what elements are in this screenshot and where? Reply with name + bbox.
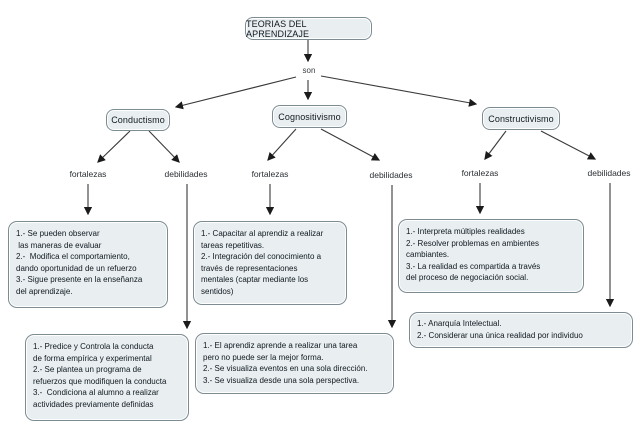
debilidades-box-cognositivismo: 1.- El aprendiz aprende a realizar una t… <box>195 333 394 394</box>
fortalezas-label-constructivismo: fortalezas <box>461 168 499 178</box>
root-node-teorias-del-aprendizaje: TEORIAS DEL APRENDIZAJE <box>245 17 372 40</box>
root-node-label: TEORIAS DEL APRENDIZAJE <box>246 18 310 39</box>
fortalezas-box-constructivismo: 1.- Interpreta múltiples realidades 2.- … <box>398 219 584 293</box>
theory-node-label: Conductismo <box>111 115 165 125</box>
theory-node-constructivismo: Constructivismo <box>482 107 560 130</box>
theory-node-label: Constructivismo <box>488 113 554 124</box>
theory-node-conductismo: Conductismo <box>106 109 170 131</box>
debilidades-label-cognositivismo: debilidades <box>369 170 413 180</box>
debilidades-label-constructivismo: debilidades <box>587 168 631 178</box>
theory-node-cognositivismo: Cognositivismo <box>272 105 347 128</box>
fortalezas-box-conductismo: 1.- Se pueden observar las maneras de ev… <box>8 221 168 308</box>
fortalezas-label-cognositivismo: fortalezas <box>251 169 289 179</box>
debilidades-label-conductismo: debilidades <box>164 169 208 179</box>
theory-node-label: Cognositivismo <box>278 111 341 122</box>
debilidades-box-constructivismo: 1.- Anarquía Intelectual. 2.- Considerar… <box>409 312 633 348</box>
link-label-son: son <box>302 66 316 75</box>
fortalezas-label-conductismo: fortalezas <box>69 169 107 179</box>
debilidades-box-conductismo: 1.- Predice y Controla la conducta de fo… <box>25 334 189 421</box>
fortalezas-box-cognositivismo: 1.- Capacitar al aprendiz a realizar tar… <box>193 221 347 305</box>
